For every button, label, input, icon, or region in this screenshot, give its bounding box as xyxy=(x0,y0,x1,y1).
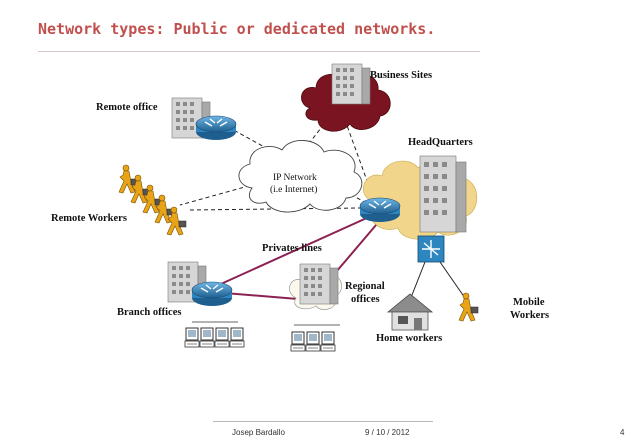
label-business-sites: Business Sites xyxy=(370,70,433,81)
footer-date: 9 / 10 / 2012 xyxy=(365,428,410,437)
regional-offices-cloud xyxy=(289,263,343,310)
remote-office-router-icon xyxy=(195,115,237,141)
ip-network-cloud xyxy=(238,140,363,213)
title-divider xyxy=(38,51,480,52)
branch-pc-icons xyxy=(184,321,245,348)
label-mobile-workers-line2: Workers xyxy=(510,310,550,321)
regional-pc-icons xyxy=(290,324,340,352)
label-remote-workers: Remote Workers xyxy=(51,213,127,224)
page-title: Network types: Public or dedicated netwo… xyxy=(38,20,436,38)
label-regional-offices-line1: Regional xyxy=(345,281,385,292)
branch-router-icon xyxy=(191,281,233,307)
home-worker-house-icon xyxy=(386,293,434,331)
label-headquarters: HeadQuarters xyxy=(408,137,473,148)
label-ip-network: IP Network xyxy=(273,173,317,183)
footer-page-number: 4 xyxy=(620,428,625,437)
link-switch-mobile xyxy=(439,261,466,299)
label-remote-office: Remote office xyxy=(96,102,158,113)
label-ip-network-sub: (i.e Internet) xyxy=(270,185,318,195)
label-regional-offices-line2: offices xyxy=(351,294,380,305)
label-home-workers: Home workers xyxy=(376,333,443,344)
hq-switch-icon xyxy=(417,235,445,263)
remote-workers-icon xyxy=(118,164,187,236)
label-mobile-workers-line1: Mobile xyxy=(513,297,545,308)
link-switch-home xyxy=(409,261,426,301)
footer-author: Josep Bardallo xyxy=(232,428,285,437)
private-line-branch-hq xyxy=(211,211,381,289)
label-private-lines: Privates lines xyxy=(262,243,322,254)
footer-divider xyxy=(213,421,433,422)
headquarters-blob xyxy=(363,155,478,240)
label-branch-offices: Branch offices xyxy=(117,307,182,318)
mobile-worker-icon xyxy=(458,292,479,322)
business-sites-cloud xyxy=(301,63,391,132)
hq-router-icon xyxy=(359,197,401,223)
